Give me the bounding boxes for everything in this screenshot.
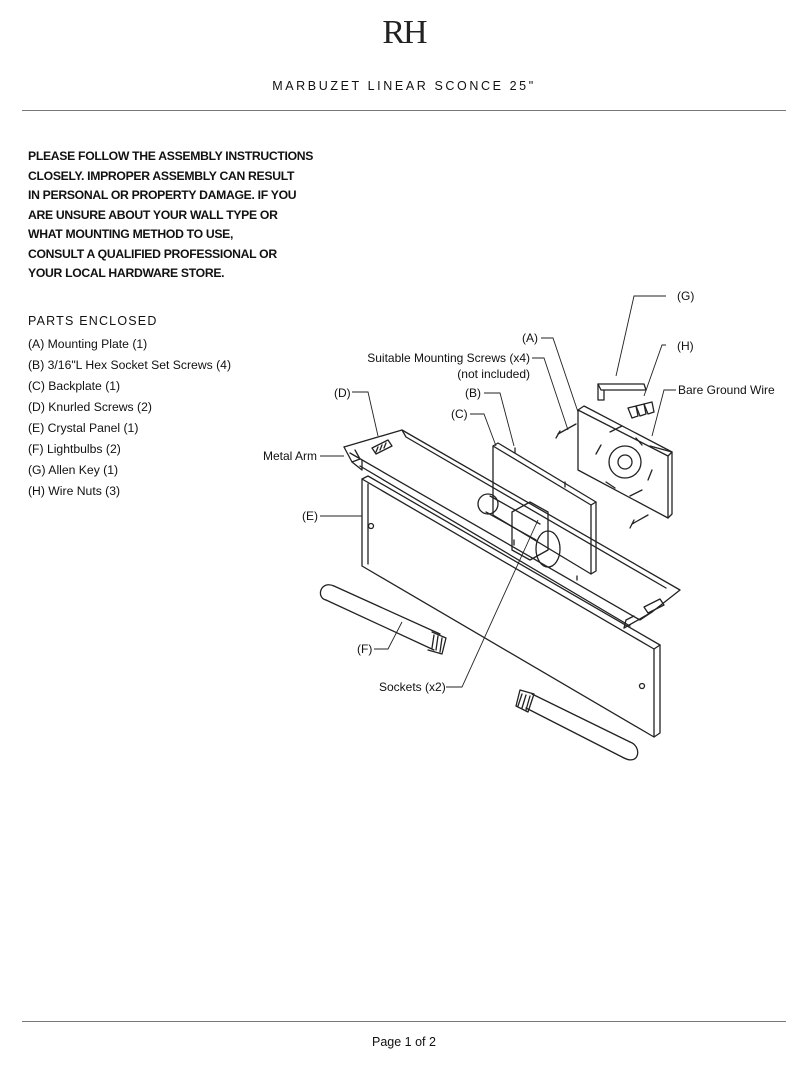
- metal-arm: [343, 429, 681, 629]
- warning-line: WHAT MOUNTING METHOD TO USE,: [28, 227, 234, 241]
- part-item: (G) Allen Key (1): [28, 463, 119, 477]
- label-mounting-screws: Suitable Mounting Screws (x4): [367, 351, 530, 365]
- label-b: (B): [465, 386, 481, 400]
- page-number: Page 1 of 2: [372, 1035, 436, 1049]
- leader-line: [374, 621, 403, 650]
- header-divider: [22, 110, 786, 111]
- label-mounting-screws-note: (not included): [457, 367, 530, 381]
- warning-line: CONSULT A QUALIFIED PROFESSIONAL OR: [28, 246, 277, 261]
- leader-line: [470, 413, 497, 447]
- label-e: (E): [302, 509, 318, 523]
- warning-line: IN PERSONAL OR PROPERTY DAMAGE. IF YOU: [28, 188, 297, 202]
- part-item: (A) Mounting Plate (1): [28, 337, 148, 351]
- leader-line: [643, 344, 666, 397]
- brand-logo: RH: [382, 14, 427, 51]
- mounting-screws: [555, 423, 649, 529]
- socket-assembly: [477, 493, 561, 568]
- document-title: MARBUZET LINEAR SCONCE 25": [272, 79, 536, 93]
- label-f: (F): [357, 642, 372, 656]
- leader-line: [651, 389, 676, 437]
- ground-wire: [649, 445, 673, 453]
- label-c: (C): [451, 407, 468, 421]
- knurled-screw: [643, 598, 665, 614]
- wire-nuts: [627, 401, 655, 419]
- lightbulb: [515, 689, 639, 761]
- leader-line: [615, 295, 666, 377]
- parts-list: (A) Mounting Plate (1) (B) 3/16"L Hex So…: [28, 334, 231, 502]
- part-item: (B) 3/16"L Hex Socket Set Screws (4): [28, 358, 232, 372]
- label-g: (G): [677, 289, 694, 303]
- part-item: (F) Lightbulbs (2): [28, 442, 121, 456]
- label-h: (H): [677, 339, 694, 353]
- footer-divider: [22, 1021, 786, 1022]
- part-item: (D) Knurled Screws (2): [28, 400, 152, 414]
- crystal-panel: [361, 475, 661, 738]
- warning-line: YOUR LOCAL HARDWARE STORE.: [28, 266, 225, 280]
- parts-heading: PARTS ENCLOSED: [28, 314, 158, 328]
- safety-warning: PLEASE FOLLOW THE ASSEMBLY INSTRUCTIONS …: [28, 147, 328, 284]
- part-item: (H) Wire Nuts (3): [28, 484, 121, 498]
- set-screws: [513, 447, 578, 581]
- leader-line: [532, 357, 569, 431]
- part-item: (E) Crystal Panel (1): [28, 421, 139, 435]
- label-a: (A): [522, 331, 538, 345]
- allen-key: [597, 383, 647, 401]
- leader-line: [484, 392, 515, 447]
- leader-line: [446, 519, 539, 688]
- backplate: [492, 442, 597, 575]
- label-d: (D): [334, 386, 351, 400]
- warning-line: CLOSELY. IMPROPER ASSEMBLY CAN RESULT: [28, 168, 295, 183]
- label-bare-ground-wire: Bare Ground Wire: [678, 383, 775, 397]
- warning-line: PLEASE FOLLOW THE ASSEMBLY INSTRUCTIONS: [28, 149, 314, 163]
- part-item: (C) Backplate (1): [28, 379, 121, 393]
- label-sockets: Sockets (x2): [379, 680, 446, 694]
- leader-line: [352, 391, 379, 437]
- warning-line: ARE UNSURE ABOUT YOUR WALL TYPE OR: [28, 207, 278, 222]
- knurled-screw: [371, 439, 393, 455]
- leader-line: [541, 337, 579, 413]
- lightbulb: [319, 584, 447, 655]
- mounting-plate: [577, 405, 673, 519]
- label-metal-arm: Metal Arm: [263, 449, 317, 463]
